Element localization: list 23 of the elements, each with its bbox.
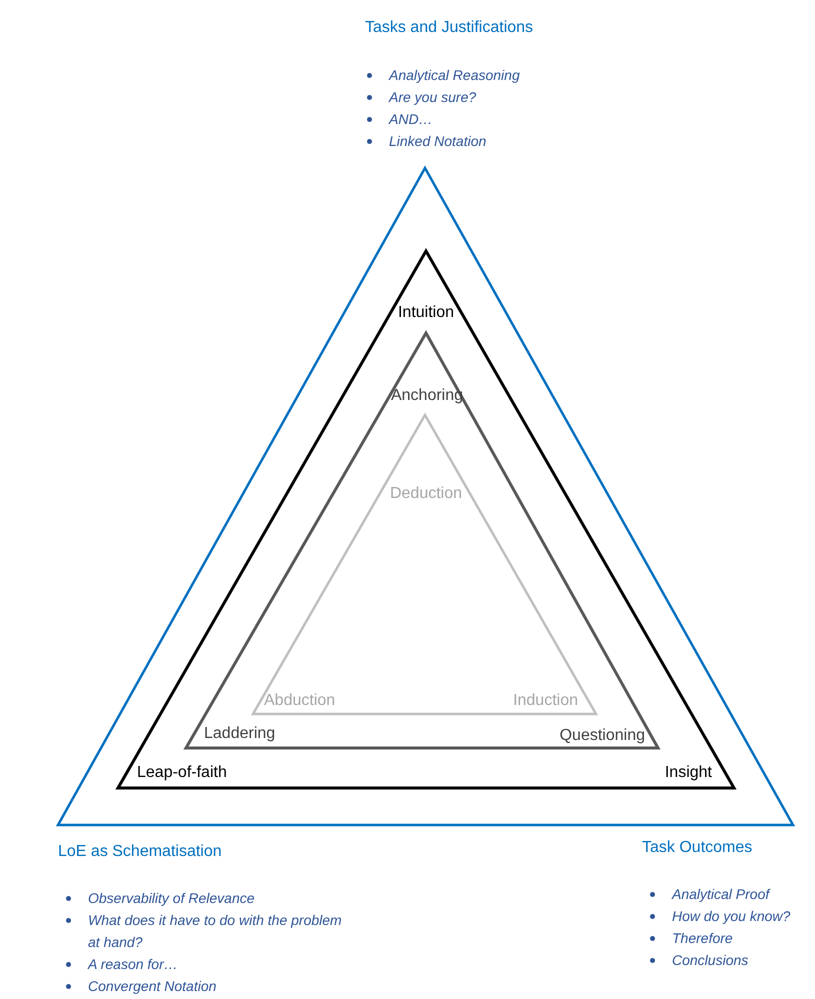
vertex-label: Induction xyxy=(513,692,578,710)
heading: LoE as Schematisation xyxy=(58,843,222,861)
bullet-item: AND… xyxy=(359,108,433,130)
bullet-item: A reason for… xyxy=(58,953,178,975)
bullet-item: Conclusions xyxy=(642,949,748,971)
heading: Tasks and Justifications xyxy=(364,19,534,37)
vertex-label: Insight xyxy=(664,764,712,782)
bullet-item: Analytical Proof xyxy=(642,883,770,905)
heading: Task Outcomes xyxy=(642,839,752,857)
vertex-label: Deduction xyxy=(390,485,462,503)
bullet-item: Therefore xyxy=(642,927,733,949)
bullet-item: Convergent Notation xyxy=(58,975,216,997)
bullet-item: Observability of Relevance xyxy=(58,887,255,909)
vertex-label: Questioning xyxy=(560,727,645,745)
bullet-item: What does it have to do with the problem at hand? xyxy=(58,909,350,953)
bullet-item: Linked Notation xyxy=(359,130,486,152)
bullet-item: Are you sure? xyxy=(359,86,476,108)
vertex-label: Abduction xyxy=(264,692,336,710)
bullet-item: How do you know? xyxy=(642,905,790,927)
vertex-label: Leap-of-faith xyxy=(137,764,227,782)
vertex-label: Intuition xyxy=(398,304,454,322)
vertex-label: Laddering xyxy=(204,725,276,743)
bullet-item: Analytical Reasoning xyxy=(359,64,520,86)
